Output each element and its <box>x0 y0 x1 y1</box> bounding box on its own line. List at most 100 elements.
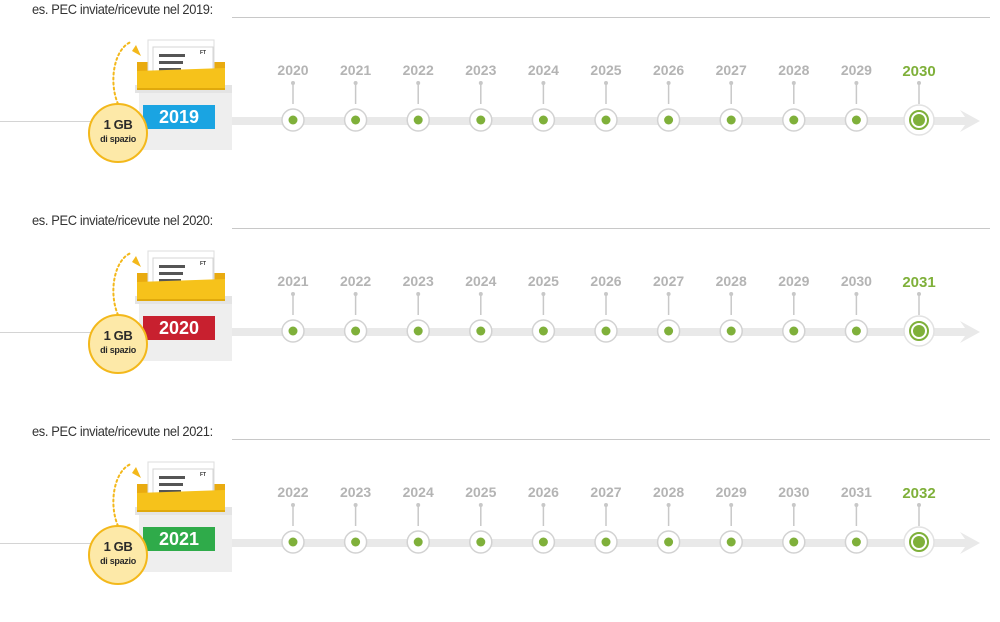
year-tick-label: 2027 <box>716 62 747 78</box>
year-node-dot <box>538 115 548 125</box>
year-node-dot <box>288 326 298 336</box>
arrow-head-icon <box>132 467 141 478</box>
tick-dot <box>791 81 796 85</box>
year-node-dot <box>476 537 486 547</box>
tick-dot <box>666 503 671 507</box>
document-label: FT <box>200 50 206 56</box>
year-node-dot <box>476 326 486 336</box>
year-tick-label: 2022 <box>277 484 308 500</box>
tick-dot <box>854 81 859 85</box>
title-divider <box>232 228 990 229</box>
year-tick-label: 2025 <box>465 484 496 500</box>
year-tick-label: 2025 <box>528 273 559 289</box>
tick-dot <box>791 292 796 296</box>
year-node-dot <box>851 115 861 125</box>
year-tick-label: 2027 <box>653 273 684 289</box>
folder-edge <box>137 510 225 512</box>
tick-dot <box>353 81 358 85</box>
year-tick-label: 2030 <box>778 484 809 500</box>
document-line <box>159 483 183 486</box>
tick-dot <box>353 292 358 296</box>
year-tick-label: 2022 <box>403 62 434 78</box>
tick-dot <box>604 503 608 507</box>
folder-edge <box>137 299 225 301</box>
tick-dot <box>854 292 859 296</box>
year-node-dot <box>789 537 799 547</box>
storage-caption: di spazio <box>100 134 136 144</box>
year-node-dot <box>288 115 298 125</box>
year-node-dot <box>351 326 361 336</box>
year-node-dot <box>413 537 423 547</box>
storage-amount: 1 GB <box>103 117 133 132</box>
archive-folder-illustration: FT <box>88 39 232 163</box>
year-tick-label: 2024 <box>403 484 434 500</box>
document-line <box>159 476 185 479</box>
tick-dot <box>541 503 546 507</box>
storage-caption: di spazio <box>100 345 136 355</box>
tick-dot <box>478 503 483 507</box>
archive-folder-illustration: FT <box>88 461 232 585</box>
tick-dot <box>478 81 483 85</box>
year-box <box>143 316 215 340</box>
document-line <box>159 272 183 275</box>
tick-dot <box>291 81 295 85</box>
dotted-arrow <box>112 252 132 316</box>
tick-dot <box>729 81 734 85</box>
year-node-dot <box>726 537 736 547</box>
tick-dot <box>666 81 671 85</box>
dotted-arrow <box>112 463 132 527</box>
storage-badge <box>88 314 148 374</box>
tick-dot <box>291 292 295 296</box>
tick-dot <box>854 503 859 507</box>
year-tick-label: 2026 <box>590 273 621 289</box>
storage-amount: 1 GB <box>103 539 133 554</box>
year-tick-label: 2022 <box>340 273 371 289</box>
tick-dot <box>917 81 921 85</box>
storage-badge <box>88 103 148 163</box>
tick-dot <box>604 292 608 296</box>
year-box-label: 2019 <box>158 107 200 127</box>
archive-folder-illustration: FT <box>88 250 232 374</box>
year-node-dot <box>789 115 799 125</box>
year-tick-label: 2030 <box>841 273 872 289</box>
year-box <box>143 527 215 551</box>
year-node-dot <box>664 537 674 547</box>
year-node-dot <box>601 115 611 125</box>
tick-dot <box>478 292 483 296</box>
year-tick-label: 2028 <box>716 273 747 289</box>
tick-dot <box>729 292 734 296</box>
year-node-dot <box>789 326 799 336</box>
document-line <box>159 61 183 64</box>
tick-dot <box>729 503 734 507</box>
year-node-dot <box>726 115 736 125</box>
year-tick-label: 2020 <box>277 62 308 78</box>
title-divider <box>232 439 990 440</box>
year-tick-label: 2021 <box>277 273 308 289</box>
tick-dot <box>353 503 358 507</box>
final-node-dot <box>913 114 925 126</box>
year-node-dot <box>413 326 423 336</box>
document-line <box>159 54 185 57</box>
folder-front <box>137 279 225 301</box>
year-tick-label: 2023 <box>465 62 496 78</box>
year-box <box>143 105 215 129</box>
arrow-head-icon <box>132 45 141 56</box>
year-node-dot <box>851 326 861 336</box>
year-node-dot <box>413 115 423 125</box>
final-year-label: 2031 <box>902 274 935 291</box>
tick-dot <box>416 503 421 507</box>
year-tick-label: 2024 <box>528 62 559 78</box>
title-divider <box>232 17 990 18</box>
final-year-label: 2030 <box>902 63 935 80</box>
tick-dot <box>917 292 921 296</box>
document-label: FT <box>200 472 206 478</box>
year-node-dot <box>664 326 674 336</box>
tick-dot <box>416 292 421 296</box>
